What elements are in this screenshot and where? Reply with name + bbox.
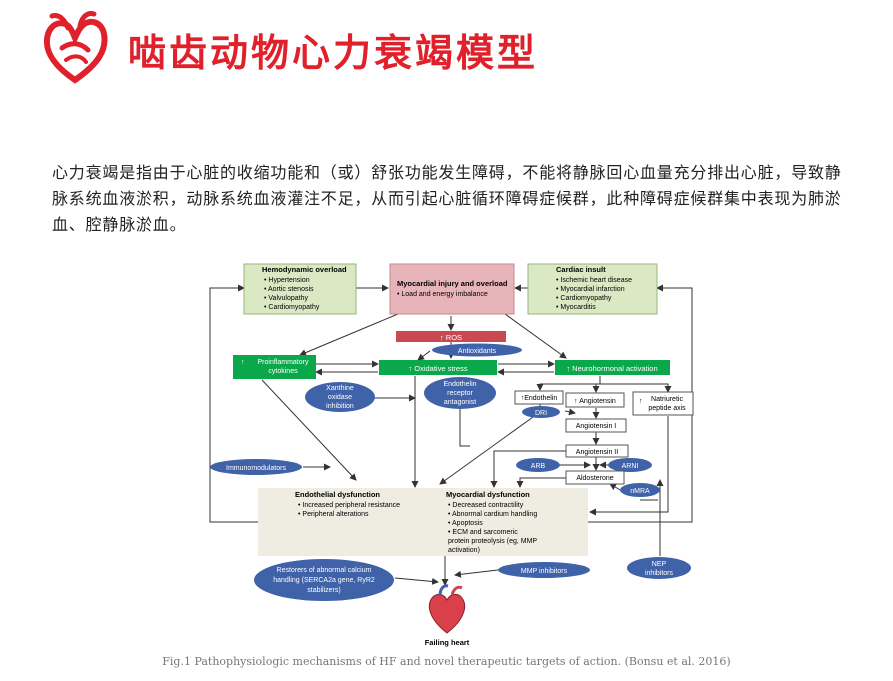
- myocardial-dysfunction-item: • Abnormal cardium handling: [448, 511, 537, 518]
- angiotensin-box: [565, 392, 625, 408]
- nep-line: NEP: [652, 561, 667, 568]
- antioxidants-label: Antioxidants: [458, 348, 497, 355]
- cardiac-insult-item: • Myocarditis: [556, 304, 596, 311]
- cardiac-insult-item: • Cardiomyopathy: [556, 295, 612, 302]
- dysfunction-box: [258, 488, 588, 556]
- mmp-label: MMP inhibitors: [521, 568, 568, 575]
- immunomodulators-label: Immunomodulators: [226, 465, 286, 472]
- myocardial-dysfunction-item: • ECM and sarcomeric: [448, 529, 518, 536]
- angiotensin-label: ↑ Angiotensin: [574, 398, 616, 405]
- diagram-connectors: [209, 284, 693, 586]
- xanthine-ellipse: [305, 382, 375, 412]
- ros-box: [396, 331, 506, 342]
- hemodynamic-overload-box: [243, 263, 357, 315]
- myocardial-injury-item: • Load and energy imbalance: [397, 291, 488, 298]
- page-title: 啮齿动物心力衰竭模型: [128, 31, 539, 75]
- mra-ellipse: [620, 483, 660, 497]
- hemodynamic-item: • Hypertension: [264, 277, 310, 284]
- myocardial-dysfunction-item: activation): [448, 547, 480, 554]
- endothelin-antagonist-line: antagonist: [444, 399, 476, 406]
- endothelial-title: Endothelial dysfunction: [295, 490, 380, 499]
- natriuretic-line1: Natriuretic: [651, 396, 683, 403]
- figure-caption: Fig.1 Pathophysiologic mechanisms of HF …: [162, 655, 731, 668]
- oxidative-stress-label: ↑ Oxidative stress: [408, 364, 467, 373]
- endothelin-antagonist-line: receptor: [447, 390, 473, 397]
- aldosterone-label: Aldosterone: [576, 475, 613, 482]
- neurohormonal-box: [555, 360, 670, 375]
- endothelial-item: • Peripheral alterations: [298, 511, 369, 518]
- neurohormonal-label: ↑ Neurohormonal activation: [566, 364, 657, 373]
- xanthine-line: oxidase: [328, 394, 352, 401]
- restorers-ellipse: [254, 559, 394, 601]
- myocardial-dysfunction-title: Myocardial dysfunction: [446, 490, 530, 499]
- nep-ellipse: [627, 557, 691, 579]
- antioxidants-ellipse: [432, 343, 522, 357]
- natriuretic-box: [632, 391, 694, 416]
- cardiac-insult-box: [527, 263, 658, 315]
- mra-label: nMRA: [630, 488, 650, 495]
- endothelin-label: ↑Endothelin: [521, 395, 558, 402]
- endothelin-antagonist-ellipse: [424, 377, 496, 409]
- angiotensin-2-label: Angiotensin II: [576, 449, 618, 456]
- angiotensin-1-label: Angiotensin I: [576, 423, 617, 430]
- myocardial-injury-box: [389, 263, 515, 315]
- myocardial-dysfunction-item: protein proteolysis (eg, MMP: [448, 538, 537, 545]
- header: 啮齿动物心力衰竭模型: [0, 0, 893, 100]
- arb-label: ARB: [531, 463, 546, 470]
- endothelin-antagonist-line: Endothelin: [443, 381, 476, 388]
- myocardial-injury-title: Myocardial injury and overload: [397, 279, 508, 288]
- proinflammatory-line2: cytokines: [268, 368, 298, 375]
- angiotensin-1-box: [565, 418, 627, 433]
- arb-ellipse: [516, 458, 560, 472]
- arni-label: ARNI: [622, 463, 639, 470]
- dri-ellipse: [522, 406, 560, 418]
- restorers-line: Restorers of abnormal calcium: [277, 567, 372, 574]
- cardiac-insult-item: • Ischemic heart disease: [556, 277, 632, 284]
- hemodynamic-title: Hemodynamic overload: [262, 265, 347, 274]
- aldosterone-box: [565, 470, 625, 485]
- oxidative-stress-box: [379, 360, 497, 375]
- ros-label: ↑ ROS: [440, 333, 462, 342]
- hemodynamic-item: • Valvulopathy: [264, 295, 308, 302]
- intro-paragraph: 心力衰竭是指由于心脏的收缩功能和（或）舒张功能发生障碍，不能将静脉回心血量充分排…: [52, 163, 842, 234]
- dri-label: DRI: [535, 410, 547, 417]
- angiotensin-2-box: [565, 444, 629, 458]
- heart-logo-icon: [43, 11, 108, 84]
- failing-heart-label: Failing heart: [425, 638, 470, 647]
- arni-ellipse: [608, 458, 652, 472]
- cardiac-insult-item: • Myocardial infarction: [556, 286, 625, 293]
- failing-heart-icon: [428, 584, 466, 634]
- xanthine-line: Xanthine: [326, 385, 354, 392]
- restorers-line: stabilizers): [307, 587, 340, 594]
- proinflammatory-line1: Proinflammatory: [258, 359, 309, 366]
- proinflammatory-arrow: ↑: [241, 359, 245, 366]
- myocardial-dysfunction-item: • Decreased contractility: [448, 502, 524, 509]
- nep-line: inhibitors: [645, 570, 674, 577]
- hemodynamic-item: • Cardiomyopathy: [264, 304, 320, 311]
- myocardial-dysfunction-item: • Apoptosis: [448, 520, 483, 527]
- proinflammatory-box: [233, 355, 316, 379]
- mmp-ellipse: [498, 562, 590, 578]
- natriuretic-arrow: ↑: [639, 398, 643, 405]
- natriuretic-line2: peptide axis: [648, 405, 686, 412]
- xanthine-line: inhibition: [326, 403, 354, 410]
- endothelin-box: [514, 390, 564, 405]
- restorers-line: handling (SERCA2a gene, RyR2: [273, 577, 375, 584]
- immunomodulators-ellipse: [210, 459, 302, 475]
- hemodynamic-item: • Aortic stenosis: [264, 286, 314, 293]
- endothelial-item: • Increased peripheral resistance: [298, 502, 400, 509]
- cardiac-insult-title: Cardiac insult: [556, 265, 606, 274]
